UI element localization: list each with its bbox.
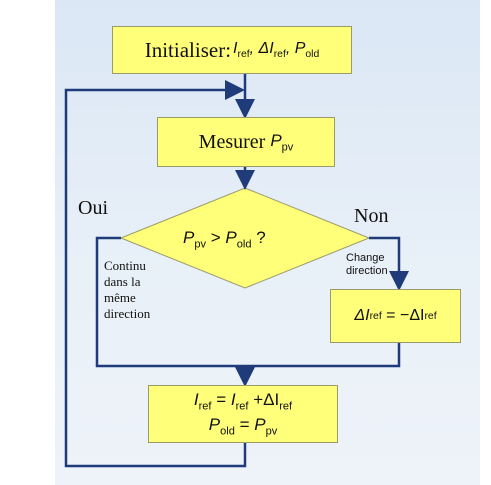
no-label: Non (354, 205, 389, 227)
measure-var: Ppv (270, 130, 294, 154)
connector-delta-to-merge (245, 343, 401, 368)
continue-direction-note: Continu dans la même direction (104, 258, 151, 321)
measure-label: Mesurer (198, 130, 271, 153)
arrow-non-to-delta (369, 236, 409, 291)
connector-loop-back (64, 80, 247, 468)
initialize-label: Initialiser: (144, 37, 232, 62)
decision-condition: Ppv > Pold ? (183, 228, 266, 251)
initialize-box: Initialiser: Iref, ΔIref, Pold (112, 26, 352, 74)
decision-diamond (119, 187, 371, 289)
update-line-1: Iref = Iref +ΔIref (193, 389, 293, 413)
initialize-vars: Iref, ΔIref, Pold (233, 39, 320, 61)
update-line-2: Pold = Ppv (208, 415, 278, 438)
change-direction-note: Change direction (346, 252, 388, 277)
connector-oui-branch (95, 236, 245, 368)
measure-box: Mesurer Ppv (157, 117, 335, 167)
yes-label: Oui (78, 197, 108, 219)
update-box: Iref = Iref +ΔIref Pold = Ppv (148, 385, 338, 443)
